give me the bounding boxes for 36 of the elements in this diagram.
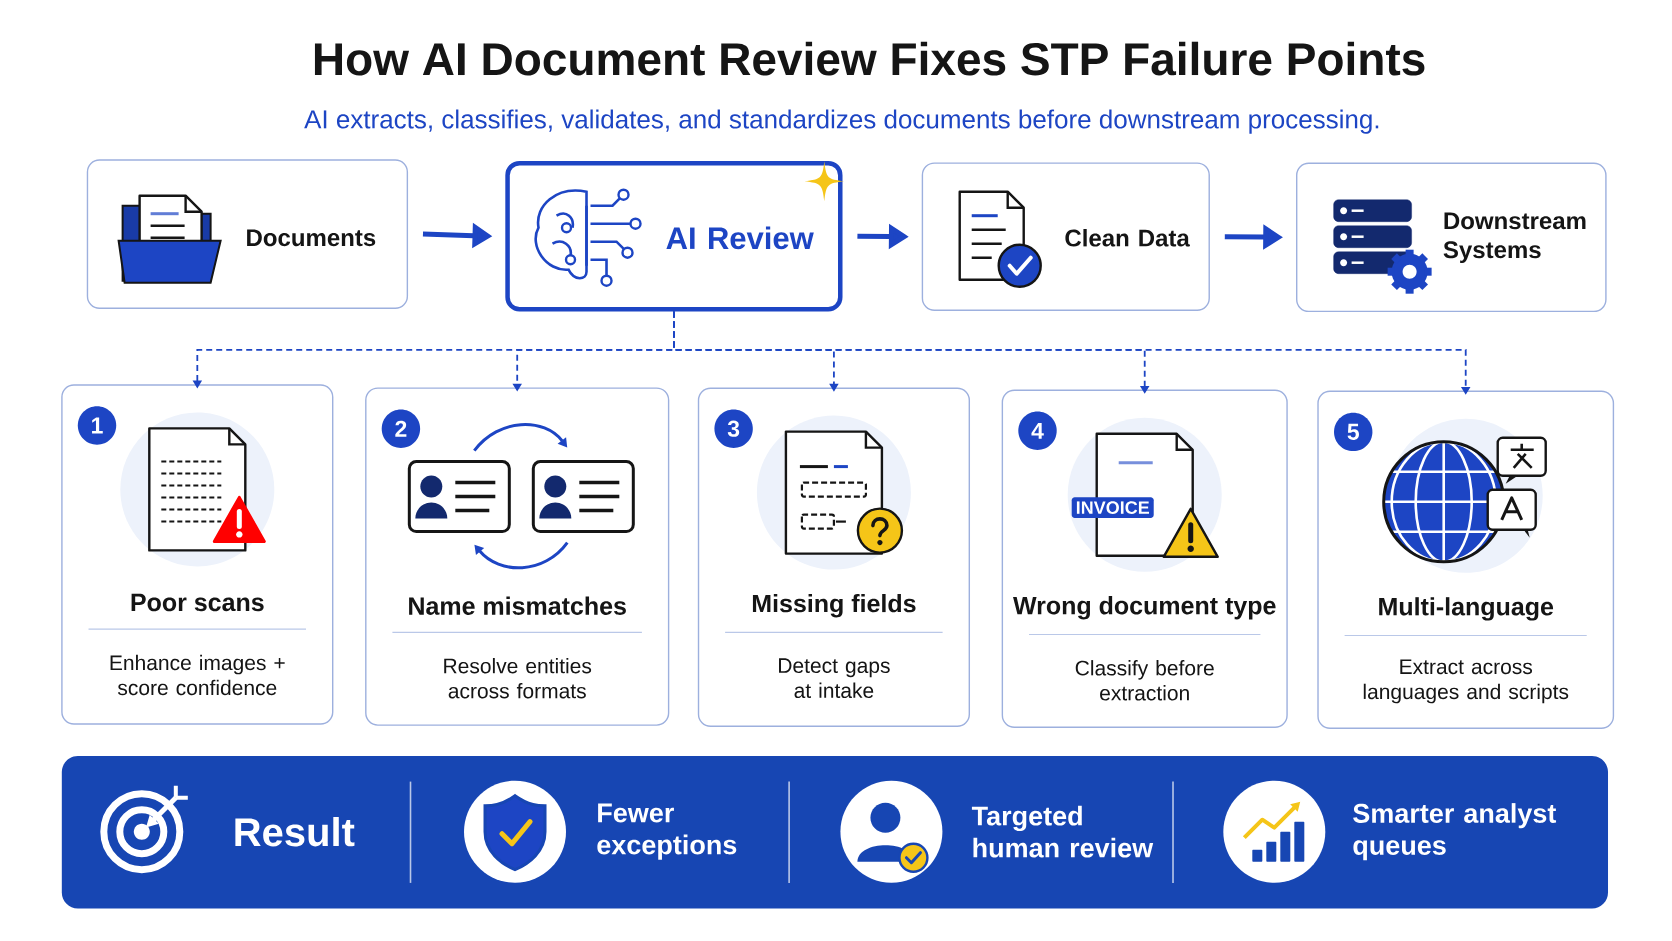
box-label: Downstream Systems bbox=[1443, 212, 1586, 264]
card-description: Resolve entities across formats bbox=[444, 658, 592, 699]
issue-card bbox=[697, 387, 970, 727]
title: How AI Document Review Fixes STP Failure Points bbox=[314, 41, 1425, 76]
issue-card bbox=[365, 387, 670, 726]
benefit-text: Fewer exceptions bbox=[597, 803, 737, 860]
number-badge: 1 bbox=[77, 406, 117, 445]
card-title: Name mismatches bbox=[409, 596, 626, 615]
number-badge: 5 bbox=[1334, 412, 1373, 452]
box-label: AI Review bbox=[666, 226, 814, 250]
number-badge: 4 bbox=[1018, 411, 1057, 450]
card-title: Poor scans bbox=[131, 593, 264, 612]
card-description: Extract across languages and scripts bbox=[1363, 659, 1569, 704]
number-badge: 3 bbox=[714, 409, 753, 448]
card-description: Classify before extraction bbox=[1075, 660, 1214, 701]
card-title: Wrong document type bbox=[1013, 596, 1276, 620]
process-box bbox=[86, 159, 409, 309]
process-box bbox=[1296, 162, 1607, 313]
card-title: Multi-language bbox=[1379, 597, 1554, 621]
card-description: Enhance images + score confidence bbox=[110, 654, 285, 696]
benefit-text: Targeted human review bbox=[971, 805, 1154, 858]
invoice-tag: INVOICE bbox=[1071, 497, 1154, 518]
issue-card bbox=[1001, 389, 1288, 728]
box-label: Clean Data bbox=[1065, 229, 1190, 247]
process-box bbox=[505, 160, 845, 312]
card-description: Detect gaps at intake bbox=[779, 658, 890, 698]
result-heading: Result bbox=[235, 817, 355, 847]
box-label: Documents bbox=[247, 229, 376, 247]
benefit-text: Smarter analyst queues bbox=[1353, 803, 1557, 861]
result-banner bbox=[61, 756, 1608, 909]
process-box bbox=[921, 162, 1210, 311]
subtitle: AI extracts, classifies, validates, and standardizes documents before downstream processing. bbox=[304, 109, 1379, 134]
card-title: Missing fields bbox=[752, 594, 916, 618]
issue-card bbox=[61, 384, 334, 725]
number-badge: 2 bbox=[381, 409, 421, 448]
issue-card bbox=[1317, 390, 1615, 729]
